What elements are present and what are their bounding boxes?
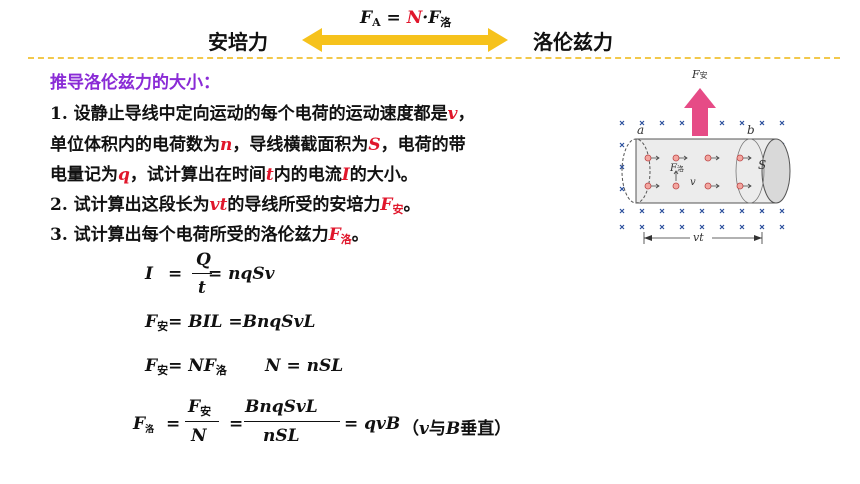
header-divider	[28, 57, 840, 59]
eq4-equals-1: =	[166, 414, 181, 434]
eq1-fraction-line	[192, 273, 212, 274]
figure-label-b: b	[747, 123, 755, 137]
eq4-denominator-2: nSL	[263, 426, 300, 446]
eq4-denominator-1: N	[191, 426, 207, 446]
text-line-3: 电量记为q，试计算出在时间t内的电流I的大小。	[50, 165, 418, 185]
eq4-numerator-2: BnqSvL	[245, 397, 318, 417]
eq4-fraction-line-1	[185, 421, 219, 422]
eq4-note: （v与B垂直）	[402, 419, 512, 439]
subtitle: 推导洛伦兹力的大小：	[50, 73, 220, 93]
header-right-label: 洛伦兹力	[533, 30, 613, 54]
eq3-condition: N = nSL	[265, 356, 344, 376]
text-line-4: 2. 试计算出这段长为vt的导线所受的安培力F安。	[50, 195, 421, 216]
figure-inner-force-label: F洛	[670, 163, 684, 174]
eq4-fraction-line-2	[244, 421, 340, 422]
eq1-denominator: t	[198, 278, 206, 298]
figure-velocity-label: v	[690, 177, 696, 188]
text-line-5: 3. 试计算出每个电荷所受的洛伦兹力F洛。	[50, 225, 369, 246]
eq1-rhs: = nqSv	[208, 264, 275, 284]
figure-label-a: a	[637, 123, 645, 137]
eq1-lhs: I	[145, 264, 153, 284]
header-left-label: 安培力	[208, 30, 268, 54]
text-line-1: 1. 设静止导线中定向运动的每个电荷的运动速度都是v，	[50, 104, 475, 124]
eq2: F安= BIL =BnqSvL	[145, 312, 316, 333]
eq4-result: = qvB	[344, 414, 401, 434]
eq3: F安= NF洛	[145, 356, 227, 377]
header-relation: FA = N·F洛	[360, 8, 452, 29]
eq1-numerator: Q	[196, 250, 211, 270]
eq1-equals: =	[168, 264, 183, 284]
eq4-lhs: F洛	[133, 414, 155, 435]
eq4-equals-2: =	[229, 414, 244, 434]
figure-force-label: F安	[692, 68, 708, 81]
double-arrow-icon	[302, 28, 508, 52]
figure-length-label: vt	[693, 231, 704, 244]
eq4-numerator-1: F安	[188, 397, 212, 418]
text-line-2: 单位体积内的电荷数为n，导线横截面积为S，电荷的带	[50, 135, 466, 155]
figure-label-S: S	[758, 158, 767, 172]
current-wire-figure	[619, 88, 791, 244]
